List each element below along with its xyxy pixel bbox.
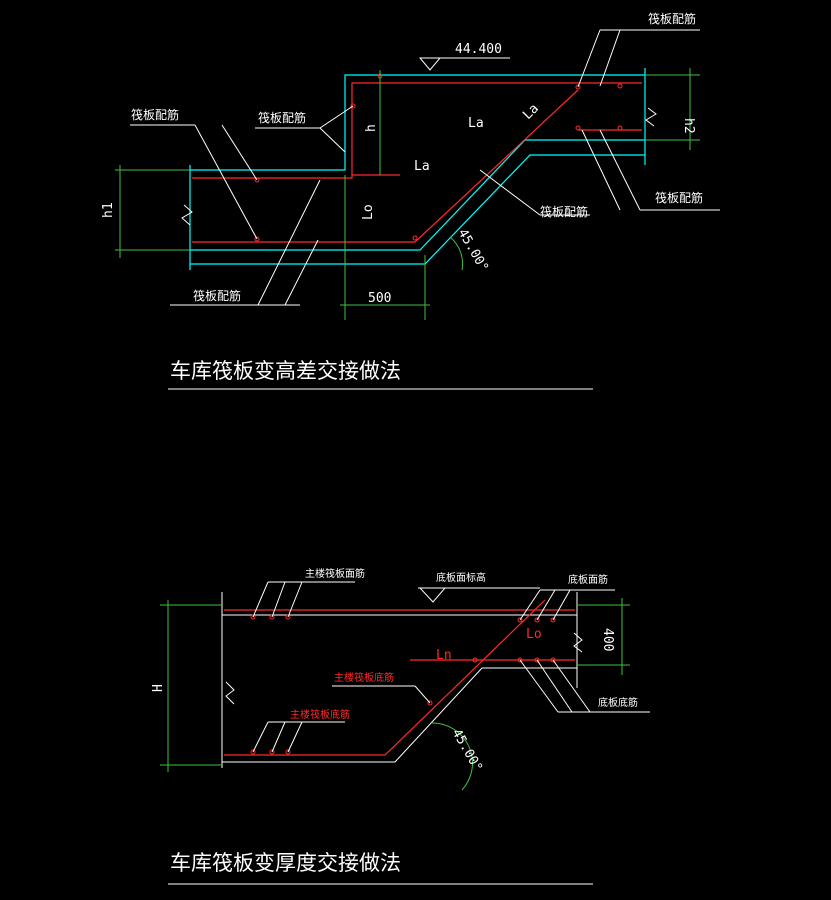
dim-h2: h2 xyxy=(681,118,696,134)
dim-400: 400 xyxy=(600,628,615,651)
diagram-height-difference: 44.400 筏板配筋 筏板配筋 筏板配筋 筏板配筋 筏板配筋 筏板配筋 h1 … xyxy=(101,11,720,390)
break-mark-2-right xyxy=(573,632,583,653)
label-left-upper-1: 筏板配筋 xyxy=(131,107,179,122)
label-top-right-1: 筏板配筋 xyxy=(648,11,696,26)
dim-angle-2: 45.00° xyxy=(449,727,485,775)
dim-h1: h1 xyxy=(101,202,116,218)
bottom-surface xyxy=(222,667,577,763)
dim-h: h xyxy=(364,124,379,132)
angle-arc-1 xyxy=(449,236,464,271)
dim-lo-2: Lo xyxy=(526,627,542,642)
label-top-left-2: 主楼筏板面筋 xyxy=(305,567,365,580)
leader-lines-2 xyxy=(252,581,650,753)
diagram2-title: 车库筏板变厚度交接做法 xyxy=(170,851,401,875)
label-top-mid-2: 底板面标高 xyxy=(436,571,486,584)
rebar-upper xyxy=(192,82,642,179)
label-right-lower-1: 筏板配筋 xyxy=(655,190,703,205)
dim-la-1: La xyxy=(414,159,430,174)
label-bottom-left-1: 筏板配筋 xyxy=(193,288,241,303)
diagram1-title: 车库筏板变高差交接做法 xyxy=(170,359,401,383)
elevation-value-1: 44.400 xyxy=(455,42,502,57)
dim-500: 500 xyxy=(368,291,391,306)
diagram-thickness-change: 主楼筏板面筋 底板面标高 底板面筋 主楼筏板底筋 主楼筏板底筋 底板底筋 H 4… xyxy=(151,567,650,885)
label-right-lower-2: 底板底筋 xyxy=(598,696,638,709)
elevation-marker-1 xyxy=(418,57,442,71)
rebar-lower xyxy=(192,89,579,243)
slab-upper-top-outline xyxy=(190,74,645,171)
leader-lines-1 xyxy=(130,29,720,306)
label-lower-red-2: 主楼筏板底筋 xyxy=(290,708,350,721)
label-mid-lower-1: 筏板配筋 xyxy=(540,204,588,219)
label-top-right-2: 底板面筋 xyxy=(568,573,608,586)
dim-la-diag: La xyxy=(520,101,542,123)
break-mark-right xyxy=(645,107,657,127)
slab-lower-mid-outline xyxy=(190,139,645,251)
dim-ln: Ln xyxy=(436,648,452,663)
slab-lower-bottom-outline xyxy=(190,154,645,265)
angle-arc-2 xyxy=(431,722,473,791)
dim-H: H xyxy=(151,684,166,692)
rebar-bottom-2 xyxy=(224,599,546,756)
dim-lo-1: Lo xyxy=(361,204,376,220)
break-mark-2-left xyxy=(225,681,235,705)
break-mark-left xyxy=(181,204,193,226)
rebar-dots-2 xyxy=(250,614,556,755)
elevation-marker-2 xyxy=(418,587,447,603)
label-mid-red-2: 主楼筏板底筋 xyxy=(334,671,394,684)
label-mid-upper-1: 筏板配筋 xyxy=(258,110,306,125)
dim-la-2: La xyxy=(468,116,484,131)
